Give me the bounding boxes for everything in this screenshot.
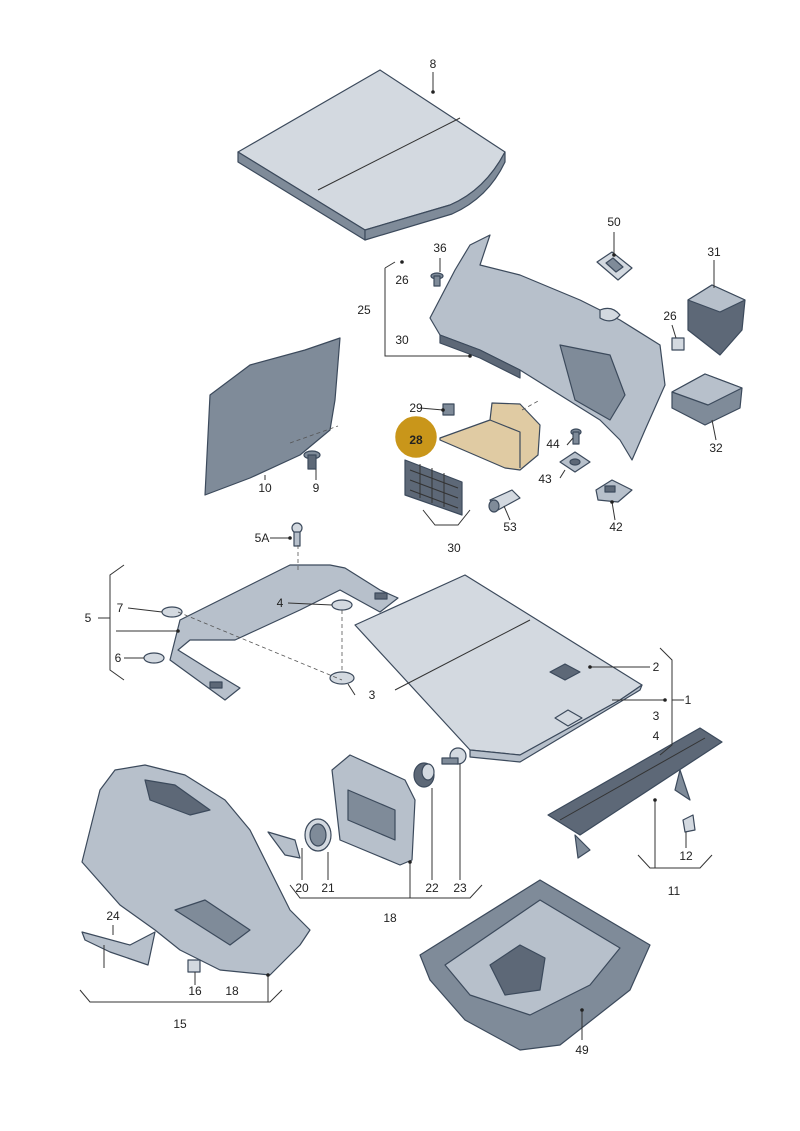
- part-36-screw: [430, 272, 444, 287]
- callout-5a[interactable]: 5A: [255, 531, 270, 545]
- part-53-plug: [488, 489, 521, 513]
- callout-11[interactable]: 11: [668, 884, 681, 898]
- callout-44[interactable]: 44: [546, 437, 560, 451]
- part-6-washer: [143, 652, 165, 664]
- callout-15[interactable]: 15: [173, 1017, 187, 1031]
- part-24-cover: [81, 931, 156, 966]
- callout-50[interactable]: 50: [607, 215, 621, 229]
- callout-49[interactable]: 49: [575, 1043, 589, 1057]
- part-32-lid: [671, 373, 743, 426]
- callout-21[interactable]: 21: [321, 881, 335, 895]
- part-50-grommet: [596, 251, 633, 281]
- part-18-frame: [331, 754, 416, 866]
- part-25-side-trim-upper: [429, 234, 666, 461]
- callout-22[interactable]: 22: [425, 881, 439, 895]
- part-9-clip: [303, 450, 321, 470]
- callout-53[interactable]: 53: [503, 520, 517, 534]
- part-42-latch: [595, 479, 633, 503]
- leader-lines: [79, 72, 717, 1040]
- part-23-plug: [441, 747, 467, 765]
- callout-43[interactable]: 43: [538, 472, 552, 486]
- callout-7[interactable]: 7: [117, 601, 124, 615]
- callout-36[interactable]: 36: [433, 241, 447, 255]
- part-16-clip: [187, 959, 201, 973]
- part-43-bracket: [559, 451, 591, 473]
- callout-30-upper[interactable]: 30: [395, 333, 409, 347]
- part-5-floor-bracket: [169, 564, 399, 701]
- part-20-hook: [267, 831, 301, 859]
- part-3-washer: [329, 671, 355, 685]
- callout-9[interactable]: 9: [313, 481, 320, 495]
- callout-30-net[interactable]: 30: [447, 541, 461, 555]
- callout-12[interactable]: 12: [679, 849, 693, 863]
- part-44-screw: [570, 428, 582, 445]
- callout-2[interactable]: 2: [653, 660, 660, 674]
- callout-29[interactable]: 29: [409, 401, 423, 415]
- callout-31[interactable]: 31: [707, 245, 721, 259]
- callout-32[interactable]: 32: [709, 441, 723, 455]
- callout-42[interactable]: 42: [609, 520, 623, 534]
- callout-24[interactable]: 24: [106, 909, 120, 923]
- callout-16[interactable]: 16: [188, 984, 202, 998]
- callout-20[interactable]: 20: [295, 881, 309, 895]
- callout-3-lower[interactable]: 3: [369, 688, 376, 702]
- part-30-net: [404, 459, 463, 516]
- callout-labels: 8 50 36 31 26 26 25 30 29 44 32 43 42 53…: [85, 57, 723, 1057]
- part-22-socket: [413, 762, 435, 788]
- callout-10[interactable]: 10: [258, 481, 272, 495]
- callout-4-upper[interactable]: 4: [277, 596, 284, 610]
- callout-23[interactable]: 23: [453, 881, 467, 895]
- part-12-clip: [682, 814, 696, 833]
- part-4-washer: [331, 599, 353, 611]
- part-31-cover: [687, 284, 746, 356]
- callout-4-right[interactable]: 4: [653, 729, 660, 743]
- part-21-ring: [304, 818, 332, 852]
- callout-8[interactable]: 8: [430, 57, 437, 71]
- callout-18-trim[interactable]: 18: [225, 984, 239, 998]
- part-5a-clip: [291, 522, 303, 547]
- callout-3-right[interactable]: 3: [653, 709, 660, 723]
- part-11-loading-sill: [547, 727, 723, 859]
- part-26-clip-right: [671, 337, 685, 351]
- callout-26-right[interactable]: 26: [663, 309, 677, 323]
- callout-25[interactable]: 25: [357, 303, 371, 317]
- part-49-spare-wheel-well: [419, 879, 651, 1051]
- part-15-side-trim-lower: [81, 764, 311, 976]
- part-28-storage-panel: [439, 402, 541, 471]
- callout-1[interactable]: 1: [685, 693, 692, 707]
- callout-18-frame[interactable]: 18: [383, 911, 397, 925]
- part-10-wall-panel: [204, 337, 341, 496]
- part-1-loading-floor: [354, 574, 643, 763]
- badge-28-label: 28: [409, 433, 423, 447]
- callout-26-left[interactable]: 26: [395, 273, 409, 287]
- leader-dots: [176, 90, 667, 1012]
- callout-6[interactable]: 6: [115, 651, 122, 665]
- alignment-lines: [177, 399, 541, 681]
- part-8-luggage-cover: [237, 69, 506, 241]
- highlight-badge-28[interactable]: 28: [395, 416, 437, 458]
- callout-5[interactable]: 5: [85, 611, 92, 625]
